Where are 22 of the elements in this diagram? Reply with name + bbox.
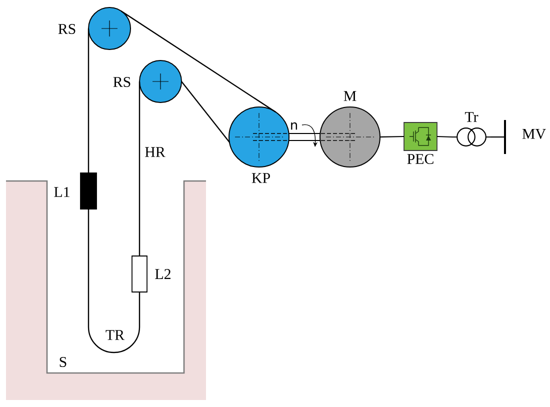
- cable-line: [490, 136, 504, 138]
- edge-label: HR: [144, 146, 166, 158]
- drive-shaft: [288, 132, 321, 142]
- speed-label: n: [291, 122, 297, 130]
- component-label: L1: [54, 187, 70, 197]
- rope: [88, 209, 140, 354]
- cable-line: [380, 136, 404, 138]
- component-label: RS: [58, 24, 76, 34]
- component-label: KP: [252, 173, 270, 183]
- edge-label: TR: [104, 329, 126, 341]
- component-label: MV: [522, 129, 546, 139]
- rope: [138, 82, 140, 256]
- component-label: RS: [113, 76, 130, 88]
- rope: [181, 81, 230, 143]
- rope: [88, 28, 90, 173]
- shaft-label: S: [60, 356, 66, 368]
- component-label: L2: [155, 269, 170, 279]
- cable-line: [436, 136, 453, 138]
- component-label: Tr: [464, 112, 478, 122]
- component-label: M: [344, 91, 356, 101]
- component-label: PEC: [407, 154, 434, 164]
- rope: [120, 10, 276, 113]
